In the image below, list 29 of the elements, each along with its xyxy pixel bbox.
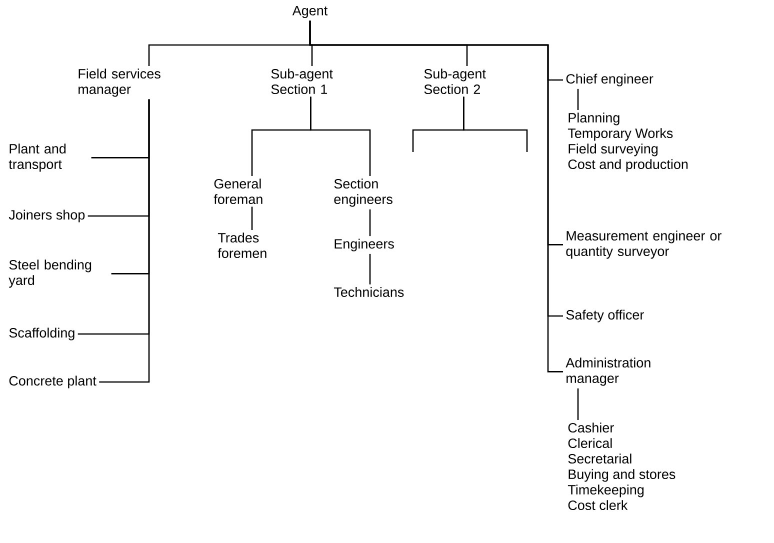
- position-label: Trades foremen: [218, 232, 266, 258]
- position-label: Planning Temporary Works Field surveying Cost and production: [568, 112, 688, 172]
- position-label: Field services manager: [78, 68, 160, 97]
- position-label: Cashier Clerical Secretarial Buying and stores Timekeeping Cost clerk: [568, 422, 676, 510]
- connector-line: [99, 99, 150, 383]
- connector-line: [577, 88, 579, 110]
- position-label: Technicians: [334, 287, 404, 297]
- position-label: Sub-agent Section 1: [271, 68, 333, 94]
- position-label: Sub-agent Section 2: [424, 68, 486, 94]
- position-label: Scaffolding: [9, 328, 74, 340]
- position-label: Plant and transport: [8, 144, 66, 172]
- connector-line: [251, 206, 253, 230]
- connector-line: [369, 254, 371, 284]
- connector-line: [369, 209, 371, 236]
- position-label: Chief engineer: [566, 74, 654, 86]
- connector-line: [577, 388, 579, 420]
- position-label: Steel bending yard: [8, 260, 92, 288]
- position-label: Concrete plant: [9, 376, 96, 388]
- connector-line: [310, 96, 371, 176]
- position-label: Administration manager: [566, 358, 650, 386]
- connector-line: [309, 20, 563, 372]
- connector-line: [463, 96, 528, 152]
- position-label: Section engineers: [334, 178, 392, 207]
- position-label: Measurement engineer or quantity surveyor: [566, 230, 722, 259]
- position-label: Agent: [292, 6, 328, 18]
- position-label: General foreman: [214, 178, 262, 204]
- position-label: Safety officer: [566, 310, 644, 322]
- position-label: Engineers: [334, 238, 394, 252]
- position-label: Joiners shop: [8, 210, 85, 222]
